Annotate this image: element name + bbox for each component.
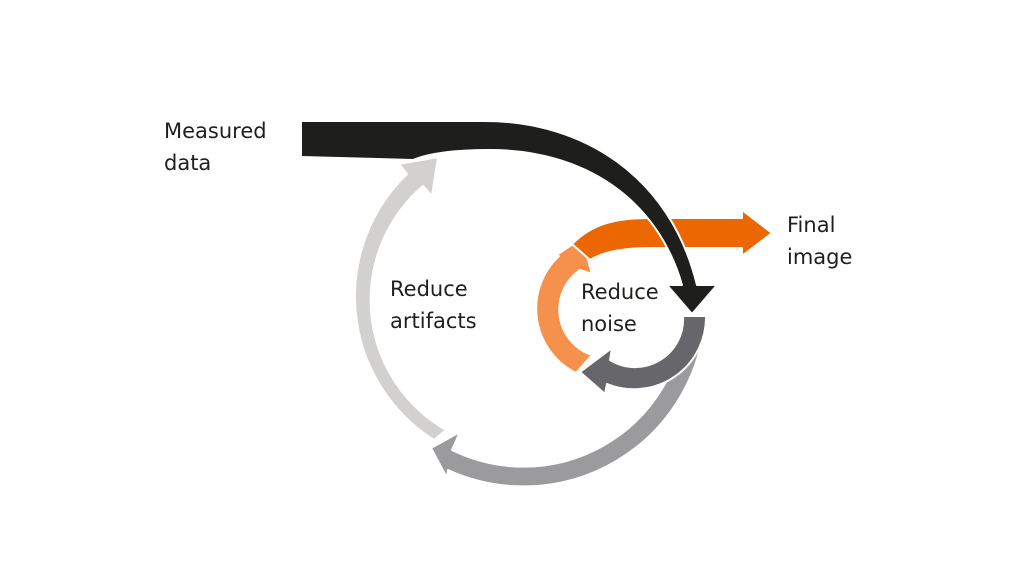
outer-loop-light-arrow (353, 156, 447, 441)
outer-loop-dark-arrow (430, 317, 706, 488)
reduce-noise-line1: Reduce (581, 280, 659, 304)
measured-data-line2: data (164, 151, 212, 175)
final-image-line1: Final (787, 213, 836, 237)
reduce-artifacts-label: Reduce artifacts (390, 273, 477, 337)
reduce-noise-line2: noise (581, 312, 637, 336)
reduce-noise-label: Reduce noise (581, 276, 659, 340)
reduce-artifacts-line1: Reduce (390, 277, 468, 301)
measured-data-label: Measured data (164, 115, 267, 179)
measured-data-line1: Measured (164, 119, 267, 143)
inner-loop-dark-arrow (579, 315, 708, 395)
final-image-line2: image (787, 245, 853, 269)
reduce-artifacts-line2: artifacts (390, 309, 477, 333)
input-arrow (300, 120, 718, 315)
final-image-label: Final image (787, 209, 852, 273)
